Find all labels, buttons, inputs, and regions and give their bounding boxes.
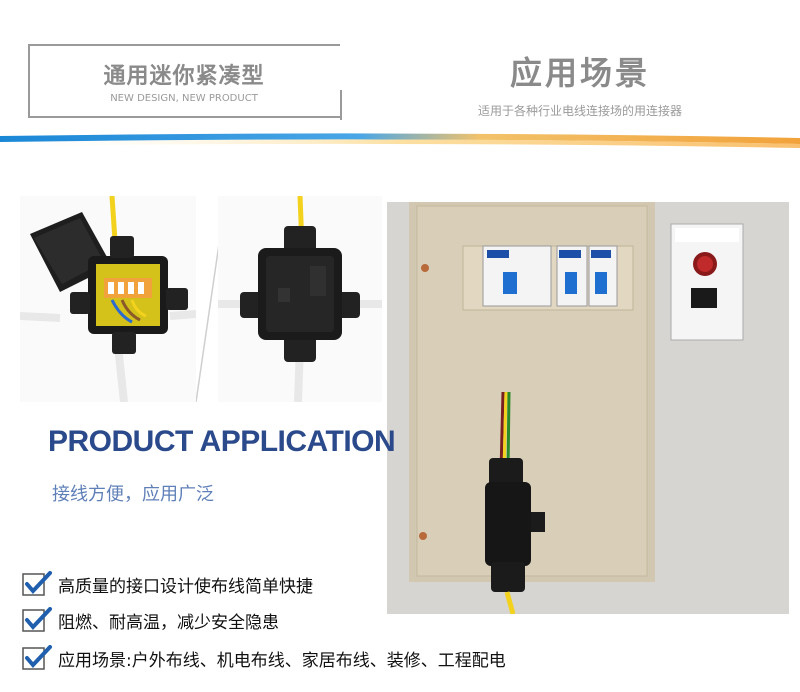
header-frame [28,44,342,120]
checkbox-check-icon [22,607,52,632]
checkbox-check-icon [22,571,52,596]
closed-junction-box-image [218,196,382,402]
header-left-title: 通用迷你紧凑型 [103,64,265,89]
feature-text: 阻燃、耐高温，减少安全隐患 [58,612,279,633]
feature-item: 应用场景:户外布线、机电布线、家居布线、装修、工程配电 [22,644,506,672]
feature-item: 高质量的接口设计使布线简单快捷 [22,570,313,598]
header-left-subtitle: NEW DESIGN, NEW PRODUCT [110,93,258,104]
header-stripe [0,133,800,148]
product-application-subtitle: 接线方便，应用广泛 [52,484,214,505]
feature-item: 阻燃、耐高温，减少安全隐患 [22,606,279,634]
application-scene [387,202,789,614]
header-right-subtitle: 适用于各种行业电线连接场的用连接器 [477,104,682,118]
checkbox-check-icon [22,645,52,670]
product-photo-open [20,196,196,402]
electrical-cabinet-image [387,202,789,614]
product-photo-closed [218,196,382,402]
feature-text: 应用场景:户外布线、机电布线、家居布线、装修、工程配电 [58,650,506,671]
open-junction-box-image [20,196,196,402]
feature-text: 高质量的接口设计使布线简单快捷 [58,576,313,597]
header-right-title: 应用场景 [509,54,650,92]
product-application-title: PRODUCT APPLICATION [48,425,396,458]
